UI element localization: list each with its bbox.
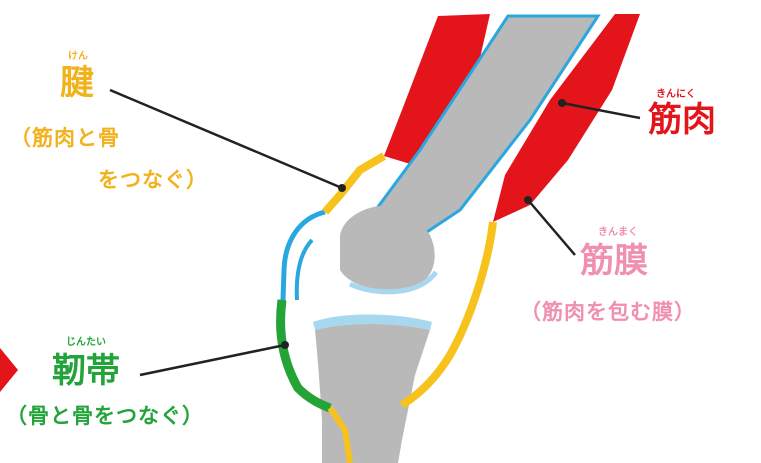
- fascia-desc: （筋肉を包む膜）: [520, 302, 696, 323]
- fascia-leader: [528, 200, 575, 255]
- fascia-dot: [524, 196, 532, 204]
- ligament-desc: （骨と骨をつなぐ）: [6, 406, 204, 427]
- muscle-ruby: きんにく: [656, 90, 696, 100]
- membrane-left-inner: [297, 240, 312, 300]
- fascia-ruby: きんまく: [598, 228, 638, 238]
- ligament-dot: [281, 341, 289, 349]
- fascia-name: 筋膜: [580, 244, 648, 278]
- ligament-ruby: じんたい: [66, 338, 106, 348]
- muscle-name: 筋肉: [648, 103, 716, 137]
- tendon-dot: [338, 184, 346, 192]
- muscle-dot: [558, 99, 566, 107]
- tendon-name: 腱: [60, 66, 94, 100]
- ligament-name: 靭帯: [52, 354, 120, 388]
- ligament-leader: [140, 345, 285, 375]
- tendon-ruby: けん: [68, 52, 88, 62]
- tendon-desc-line2: をつなぐ）: [98, 170, 208, 191]
- tendon-desc-line1: （筋肉と骨: [10, 128, 120, 149]
- membrane-left: [282, 212, 325, 330]
- red-arrow-icon: [0, 348, 18, 392]
